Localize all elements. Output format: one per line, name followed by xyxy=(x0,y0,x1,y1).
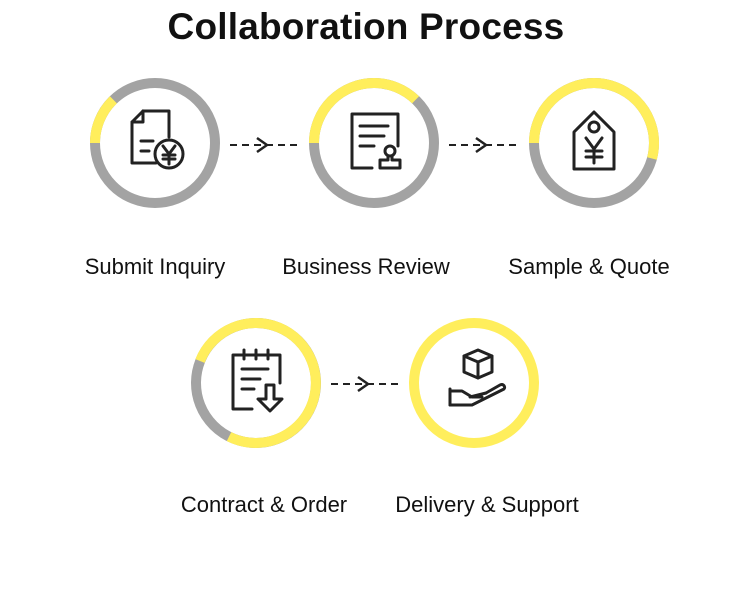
arrow-connector xyxy=(230,136,301,154)
step-business-review xyxy=(304,73,444,213)
arrow-connector xyxy=(449,136,520,154)
step-label: Submit Inquiry xyxy=(84,254,226,279)
step-label: Business Review xyxy=(282,254,450,279)
step-delivery-support xyxy=(404,313,544,453)
step-submit-inquiry xyxy=(85,73,225,213)
step-label: Delivery & Support xyxy=(395,492,579,517)
step-contract-order xyxy=(186,313,326,453)
price-tag-yuan-icon xyxy=(572,110,616,171)
hand-package-icon xyxy=(448,348,507,407)
document-yuan-icon xyxy=(130,109,185,170)
document-stamp-icon xyxy=(350,112,402,170)
arrow-connector xyxy=(331,375,402,393)
step-sample-quote xyxy=(524,73,664,213)
step-label: Sample & Quote xyxy=(508,254,670,279)
page-title: Collaboration Process xyxy=(167,6,565,47)
step-label: Contract & Order xyxy=(180,492,348,517)
clipboard-download-icon xyxy=(231,348,284,413)
